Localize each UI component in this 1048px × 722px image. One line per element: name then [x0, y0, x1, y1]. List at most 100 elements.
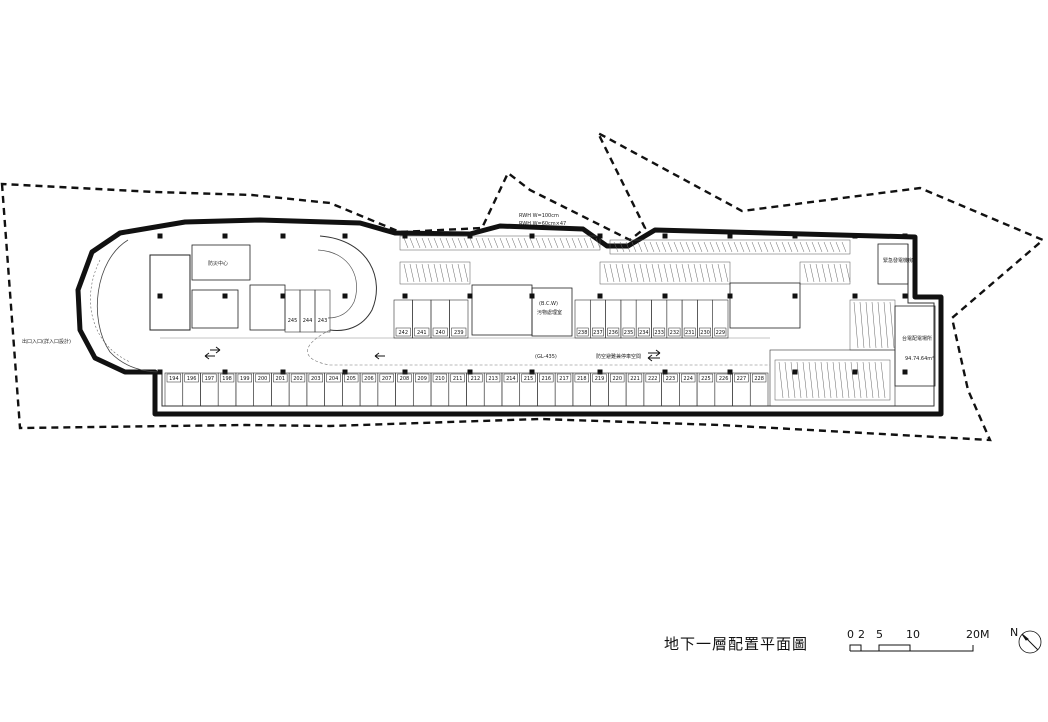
- bay-hatch: [703, 241, 709, 253]
- bay-hatch: [871, 301, 877, 349]
- stall-number-box: [698, 373, 714, 383]
- north-arrow-needle: [1021, 633, 1039, 651]
- stall-number-box: [414, 327, 430, 337]
- stall-number-box: [622, 327, 635, 337]
- stall-number-box: [290, 373, 306, 383]
- bay-hatch: [809, 263, 815, 283]
- bay-hatch: [865, 301, 871, 349]
- bay-hatch: [805, 241, 811, 253]
- stall-number-box: [627, 373, 643, 383]
- bay-hatch: [681, 263, 687, 283]
- bay-hatch: [757, 241, 763, 253]
- stall-number: 214: [506, 376, 516, 382]
- generator-room: [877, 243, 909, 285]
- column: [222, 369, 228, 375]
- bay-hatch: [697, 241, 703, 253]
- parking-stall: [284, 289, 301, 333]
- stall-number-box: [592, 327, 604, 337]
- stall-number-box: [432, 327, 448, 337]
- arrow-left-2: [374, 352, 385, 360]
- stall-number-box: [432, 373, 448, 383]
- bay-hatch: [565, 237, 571, 249]
- stall-number-box: [610, 373, 625, 383]
- bay-hatch: [615, 263, 621, 283]
- bay-hatch: [817, 241, 823, 253]
- spiral-ramp: [319, 235, 377, 331]
- parking-stall: [314, 289, 331, 333]
- bay-hatch: [883, 301, 889, 349]
- stall-number-box: [237, 373, 252, 383]
- stall-number-box: [576, 327, 589, 337]
- bay-hatch: [874, 361, 880, 399]
- bay-hatch: [751, 241, 757, 253]
- bay-hatch: [541, 237, 547, 249]
- bay-hatch: [583, 237, 589, 249]
- scale-label-5: 5: [876, 628, 883, 641]
- bay-hatch: [793, 241, 799, 253]
- stall-number: 233: [654, 330, 664, 336]
- bay-hatch: [657, 263, 663, 283]
- stall-number-box: [485, 373, 501, 383]
- column: [852, 369, 858, 375]
- bay-hatch: [763, 241, 769, 253]
- bay-hatch: [535, 237, 541, 249]
- arrow-left-3: [647, 354, 660, 362]
- disaster-center-room: [191, 244, 251, 281]
- scale-label-20m: 20M: [966, 628, 990, 641]
- column: [902, 293, 908, 299]
- stall-number: 235: [624, 330, 634, 336]
- column: [157, 293, 163, 299]
- bay-hatch: [603, 263, 609, 283]
- stall-number-box: [395, 327, 411, 337]
- bay-hatch: [705, 263, 711, 283]
- bay-hatch: [856, 361, 862, 399]
- bay-hatch: [463, 237, 469, 249]
- site-boundary: [0, 130, 1046, 442]
- left-entrance-note: 出口入口(詳入口設計): [22, 338, 71, 345]
- bay-hatch: [559, 237, 565, 249]
- stall-number-box: [450, 373, 465, 383]
- bay-hatch: [529, 237, 535, 249]
- bay-hatch: [833, 263, 839, 283]
- inner-wall: [161, 244, 935, 407]
- stall-number: 208: [400, 376, 410, 382]
- bay-hatch: [727, 241, 733, 253]
- stall-number: 215: [524, 376, 534, 382]
- ramp-curve-2: [90, 259, 131, 363]
- bay-hatch: [493, 237, 499, 249]
- column: [902, 233, 908, 239]
- column: [662, 233, 668, 239]
- bay-hatch: [439, 263, 445, 283]
- parking-bay-row: [609, 239, 851, 255]
- bay-hatch: [823, 241, 829, 253]
- column: [342, 293, 348, 299]
- bay-hatch: [409, 263, 415, 283]
- bay-hatch: [649, 241, 655, 253]
- bay-hatch: [784, 361, 790, 399]
- north-arrow-icon: N: [1010, 626, 1042, 654]
- bay-hatch: [631, 241, 637, 253]
- bay-hatch: [769, 241, 775, 253]
- right-core: [729, 282, 801, 329]
- column: [280, 293, 286, 299]
- column: [280, 233, 286, 239]
- scale-label-0: 0: [847, 628, 854, 641]
- bay-hatch: [832, 361, 838, 399]
- bay-hatch: [799, 241, 805, 253]
- column: [342, 233, 348, 239]
- stall-number: 204: [329, 376, 339, 382]
- bay-hatch: [403, 263, 409, 283]
- scale-bar: 0 2 5 10 20M: [847, 628, 990, 652]
- stall-number: 197: [205, 376, 215, 382]
- bay-hatch: [661, 241, 667, 253]
- bay-hatch: [838, 361, 844, 399]
- stall-number: 228: [754, 376, 764, 382]
- bay-hatch: [655, 241, 661, 253]
- bay-hatch: [547, 237, 553, 249]
- bay-hatch: [889, 301, 895, 349]
- stall-number-box: [326, 373, 341, 383]
- stall-number: 202: [293, 376, 303, 382]
- north-label: N: [1010, 626, 1018, 639]
